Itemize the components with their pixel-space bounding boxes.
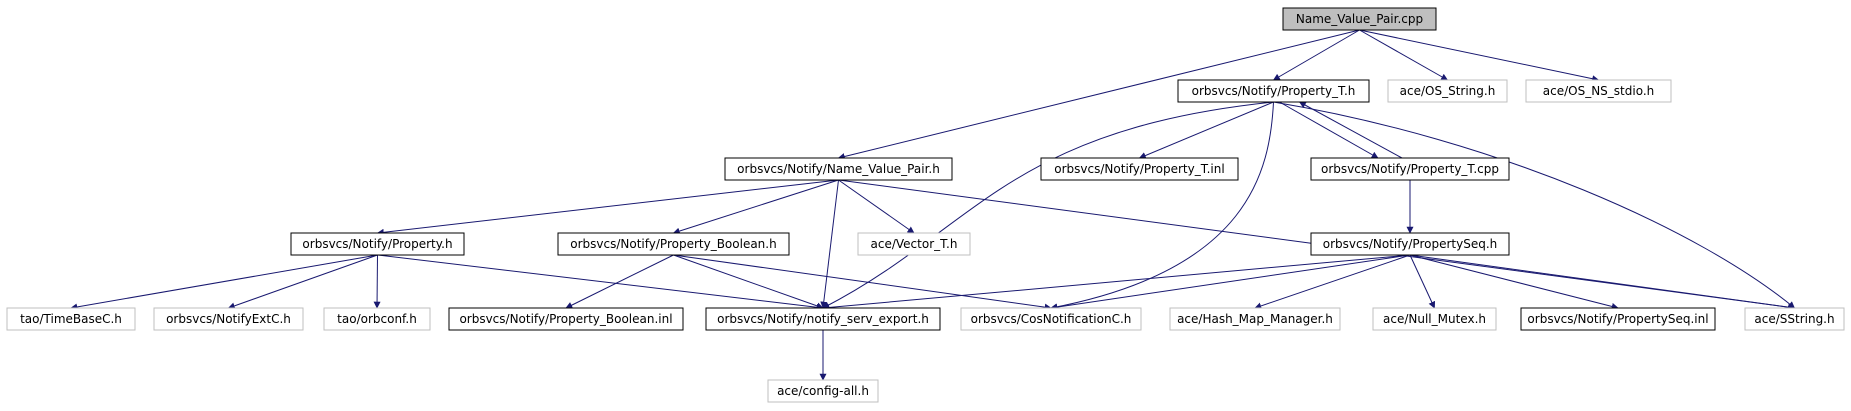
node-nullmutex: ace/Null_Mutex.h <box>1372 307 1497 331</box>
edge-root-to-os_string <box>1359 29 1449 81</box>
node-label-propseq_h: orbsvcs/Notify/PropertySeq.h <box>1323 237 1497 251</box>
node-label-propbool_h: orbsvcs/Notify/Property_Boolean.h <box>570 237 776 251</box>
node-box-propseq_h <box>1310 232 1510 256</box>
node-box-propT_inl <box>1040 157 1239 181</box>
node-propbool_inl[interactable]: orbsvcs/Notify/Property_Boolean.inl <box>448 307 684 331</box>
node-prop_h[interactable]: orbsvcs/Notify/Property.h <box>290 232 465 256</box>
edge-prop_h-to-notify_export <box>377 254 824 311</box>
edge-propT_h-to-notify_export <box>822 101 1274 309</box>
edge-propseq_h-to-cosnotif <box>1050 254 1411 311</box>
node-os_string: ace/OS_String.h <box>1387 79 1508 103</box>
node-box-nullmutex <box>1372 307 1497 331</box>
node-box-orbconf <box>323 307 431 331</box>
edge-root-to-propT_h <box>1272 29 1360 81</box>
node-label-hashmap: ace/Hash_Map_Manager.h <box>1177 312 1333 326</box>
node-root[interactable]: Name_Value_Pair.cpp <box>1282 7 1437 31</box>
node-propT_h[interactable]: orbsvcs/Notify/Property_T.h <box>1177 79 1370 103</box>
edges-layer <box>70 29 1796 381</box>
edge-root-to-nvp_h <box>837 29 1360 160</box>
node-box-timebase <box>6 307 136 331</box>
node-label-timebase: tao/TimeBaseC.h <box>20 312 122 326</box>
node-label-propbool_inl: orbsvcs/Notify/Property_Boolean.inl <box>459 312 672 326</box>
node-label-notify_export: orbsvcs/Notify/notify_serv_export.h <box>717 312 929 326</box>
edge-propseq_h-to-hashmap <box>1254 254 1411 310</box>
node-label-sstring: ace/SString.h <box>1754 312 1834 326</box>
node-box-propT_h <box>1177 79 1370 103</box>
edge-propT_h-to-cosnotif <box>1050 101 1274 311</box>
node-label-notifyext: orbsvcs/NotifyExtC.h <box>166 312 291 326</box>
node-notifyext: orbsvcs/NotifyExtC.h <box>153 307 304 331</box>
edge-propseq_h-to-nullmutex <box>1409 254 1436 309</box>
node-box-propT_cpp <box>1310 157 1510 181</box>
node-box-prop_h <box>290 232 465 256</box>
node-label-cosnotif: orbsvcs/CosNotificationC.h <box>971 312 1132 326</box>
node-timebase: tao/TimeBaseC.h <box>6 307 136 331</box>
node-propseq_h[interactable]: orbsvcs/Notify/PropertySeq.h <box>1310 232 1510 256</box>
node-sstring: ace/SString.h <box>1744 307 1845 331</box>
edge-propbool_h-to-notify_export <box>673 254 824 310</box>
node-propseq_inl[interactable]: orbsvcs/Notify/PropertySeq.inl <box>1520 307 1716 331</box>
node-label-configall: ace/config-all.h <box>777 384 869 398</box>
edge-propT_cpp-to-propT_h <box>1298 101 1403 159</box>
edge-propT_h-to-propT_inl <box>1138 101 1274 159</box>
node-box-notifyext <box>153 307 304 331</box>
edge-propseq_h-to-propseq_inl <box>1409 254 1619 310</box>
node-configall: ace/config-all.h <box>767 379 879 403</box>
node-box-cosnotif <box>960 307 1142 331</box>
node-label-propseq_inl: orbsvcs/Notify/PropertySeq.inl <box>1527 312 1708 326</box>
node-nvp_h[interactable]: orbsvcs/Notify/Name_Value_Pair.h <box>724 157 953 181</box>
node-label-orbconf: tao/orbconf.h <box>337 312 417 326</box>
edge-propT_h-to-propT_cpp <box>1279 101 1379 159</box>
node-label-prop_h: orbsvcs/Notify/Property.h <box>302 237 452 251</box>
node-hashmap: ace/Hash_Map_Manager.h <box>1169 307 1341 331</box>
node-box-os_string <box>1387 79 1508 103</box>
edge-propT_h-to-sstring <box>1273 101 1796 309</box>
edge-root-to-os_ns_stdio <box>1359 29 1600 83</box>
edge-prop_h-to-orbconf <box>373 254 381 309</box>
edge-propbool_h-to-propbool_inl <box>565 254 674 309</box>
node-box-nvp_h <box>724 157 953 181</box>
node-box-configall <box>767 379 879 403</box>
node-box-propseq_inl <box>1520 307 1716 331</box>
edge-nvp_h-to-vector_t <box>838 179 915 234</box>
edge-prop_h-to-timebase <box>70 254 378 311</box>
node-box-os_ns_stdio <box>1525 79 1672 103</box>
node-box-notify_export <box>705 307 941 331</box>
edge-propseq_h-to-sstring <box>1409 254 1796 311</box>
node-cosnotif: orbsvcs/CosNotificationC.h <box>960 307 1142 331</box>
node-label-nullmutex: ace/Null_Mutex.h <box>1383 312 1486 326</box>
node-box-hashmap <box>1169 307 1341 331</box>
node-orbconf: tao/orbconf.h <box>323 307 431 331</box>
node-propT_inl[interactable]: orbsvcs/Notify/Property_T.inl <box>1040 157 1239 181</box>
node-label-os_string: ace/OS_String.h <box>1400 84 1496 98</box>
node-label-propT_cpp: orbsvcs/Notify/Property_T.cpp <box>1321 162 1499 176</box>
node-notify_export[interactable]: orbsvcs/Notify/notify_serv_export.h <box>705 307 941 331</box>
edge-nvp_h-to-prop_h <box>376 179 839 236</box>
node-label-propT_inl: orbsvcs/Notify/Property_T.inl <box>1054 162 1224 176</box>
edge-propbool_h-to-cosnotif <box>673 254 1052 311</box>
node-label-vector_t: ace/Vector_T.h <box>871 237 958 251</box>
edge-nvp_h-to-notify_export <box>820 179 839 309</box>
node-box-propbool_h <box>557 232 790 256</box>
node-label-nvp_h: orbsvcs/Notify/Name_Value_Pair.h <box>737 162 940 176</box>
node-label-root: Name_Value_Pair.cpp <box>1296 12 1423 26</box>
node-os_ns_stdio: ace/OS_NS_stdio.h <box>1525 79 1672 103</box>
node-propbool_h[interactable]: orbsvcs/Notify/Property_Boolean.h <box>557 232 790 256</box>
edge-prop_h-to-notifyext <box>227 254 378 310</box>
nodes-layer: Name_Value_Pair.cpp orbsvcs/Notify/Proper… <box>6 7 1845 403</box>
node-box-root <box>1282 7 1437 31</box>
node-label-propT_h: orbsvcs/Notify/Property_T.h <box>1192 84 1356 98</box>
node-box-sstring <box>1744 307 1845 331</box>
edge-nvp_h-to-propbool_h <box>672 179 839 235</box>
node-label-os_ns_stdio: ace/OS_NS_stdio.h <box>1543 84 1655 98</box>
node-box-propbool_inl <box>448 307 684 331</box>
node-propT_cpp[interactable]: orbsvcs/Notify/Property_T.cpp <box>1310 157 1510 181</box>
node-box-vector_t <box>857 232 971 256</box>
edge-propseq_h-to-notify_export <box>822 254 1411 311</box>
node-vector_t: ace/Vector_T.h <box>857 232 971 256</box>
